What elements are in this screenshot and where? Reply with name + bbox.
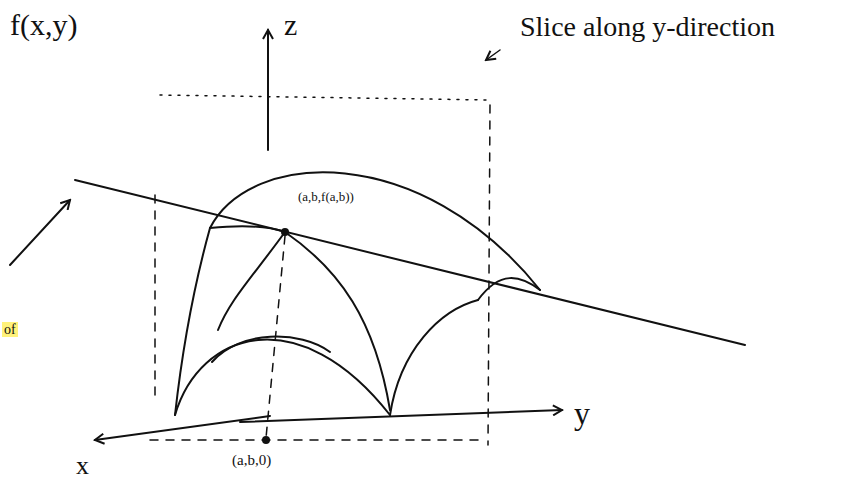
surface-inner-arc <box>212 337 330 362</box>
surface-point <box>281 228 289 236</box>
surface-rib <box>285 232 390 410</box>
surface-rib <box>218 232 285 330</box>
surface-front-arc <box>175 340 390 415</box>
y-axis <box>240 410 562 422</box>
point-label: (a,b,f(a,b)) <box>298 190 354 204</box>
x-axis <box>95 416 270 440</box>
pointer-arrow <box>10 200 70 265</box>
dashed-edge <box>154 195 156 400</box>
tangent-line <box>75 180 745 345</box>
dotted-edge <box>160 95 490 100</box>
axis-label: z <box>284 8 297 41</box>
dashed-drop <box>266 236 285 438</box>
base-point <box>262 436 270 444</box>
surface-front-arc <box>390 300 478 415</box>
slice-note: Slice along y-direction <box>520 12 775 43</box>
pointer-arrow <box>486 50 500 60</box>
function-label: f(x,y) <box>10 8 77 41</box>
dashed-edge <box>150 439 485 441</box>
surface-edge <box>175 228 210 415</box>
axis-label: x <box>76 452 89 481</box>
point-label: (a,b,0) <box>232 452 271 469</box>
dashed-edge <box>488 105 490 445</box>
surface-top-arc <box>210 172 540 290</box>
note-fragment: of <box>2 322 18 337</box>
z-axis <box>267 30 269 150</box>
axis-label: y <box>574 396 590 431</box>
